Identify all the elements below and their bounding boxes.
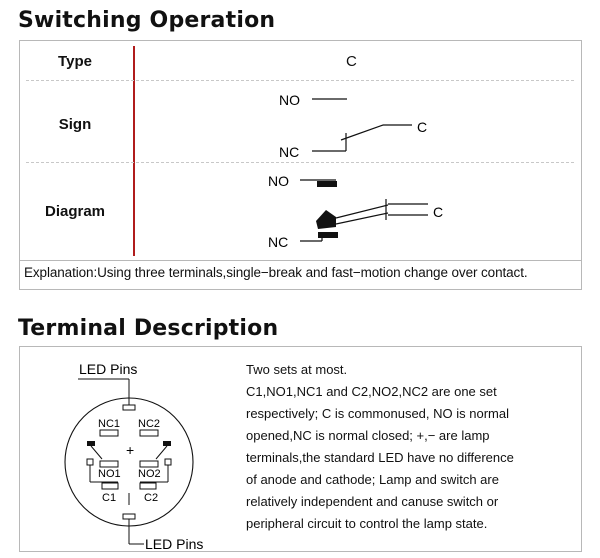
sign-symbol: NO C NC bbox=[279, 92, 427, 160]
row-divider bbox=[26, 162, 574, 163]
led-pin-top bbox=[122, 404, 136, 411]
description-line: respectively; C is commonused, NO is nor… bbox=[246, 406, 509, 421]
led-pins-top-label: LED Pins bbox=[79, 361, 137, 377]
section-title-switching: Switching Operation bbox=[18, 8, 276, 33]
description-line: opened,NC is normal closed; +,− are lamp bbox=[246, 428, 490, 443]
c1-label: C1 bbox=[102, 492, 116, 504]
explanation-text: Explanation:Using three terminals,single… bbox=[24, 265, 528, 280]
sign-c-label: C bbox=[417, 119, 427, 135]
nc2-label: NC2 bbox=[138, 418, 160, 430]
description-line: terminals,the standard LED have no diffe… bbox=[246, 450, 514, 465]
switching-operation-table: Type C Sign NO C NC Diagram NO C NC Expl… bbox=[19, 40, 582, 290]
description-line: C1,NO1,NC1 and C2,NO2,NC2 are one set bbox=[246, 384, 497, 399]
description-line: relatively independent and canuse switch… bbox=[246, 494, 499, 509]
diagram-label: Diagram bbox=[44, 203, 106, 220]
description-line: of anode and cathode; Lamp and switch ar… bbox=[246, 472, 499, 487]
terminal-diagram: LED Pins LED Pins NC1 NC2 + NO1 NO2 C1 C… bbox=[64, 361, 203, 550]
c2-label: C2 bbox=[144, 492, 158, 504]
no1-label: NO1 bbox=[98, 468, 121, 480]
diagram-nc-label: NC bbox=[268, 234, 288, 250]
row-divider bbox=[26, 80, 574, 81]
sign-nc-label: NC bbox=[279, 144, 299, 160]
diagram-symbol: NO C NC bbox=[268, 173, 443, 250]
led-pins-bottom-label: LED Pins bbox=[145, 536, 203, 550]
type-value: C bbox=[346, 53, 357, 70]
diagram-c-label: C bbox=[433, 204, 443, 220]
no2-label: NO2 bbox=[138, 468, 161, 480]
terminal-description-text: Two sets at most. C1,NO1,NC1 and C2,NO2,… bbox=[246, 359, 576, 535]
description-line: Two sets at most. bbox=[246, 362, 348, 377]
diagram-no-label: NO bbox=[268, 173, 289, 189]
column-divider bbox=[133, 46, 135, 256]
sign-no-label: NO bbox=[279, 92, 300, 108]
sign-label: Sign bbox=[58, 116, 92, 133]
nc1-label: NC1 bbox=[98, 418, 120, 430]
description-line: peripheral circuit to control the lamp s… bbox=[246, 516, 488, 531]
led-pin-bottom bbox=[122, 513, 136, 520]
type-label: Type bbox=[58, 53, 92, 70]
section-title-terminal: Terminal Description bbox=[18, 316, 279, 341]
explanation-divider bbox=[20, 260, 581, 261]
plus-label: + bbox=[126, 442, 134, 458]
terminal-description-box: LED Pins LED Pins NC1 NC2 + NO1 NO2 C1 C… bbox=[19, 346, 582, 552]
terminal-outline bbox=[64, 397, 194, 527]
